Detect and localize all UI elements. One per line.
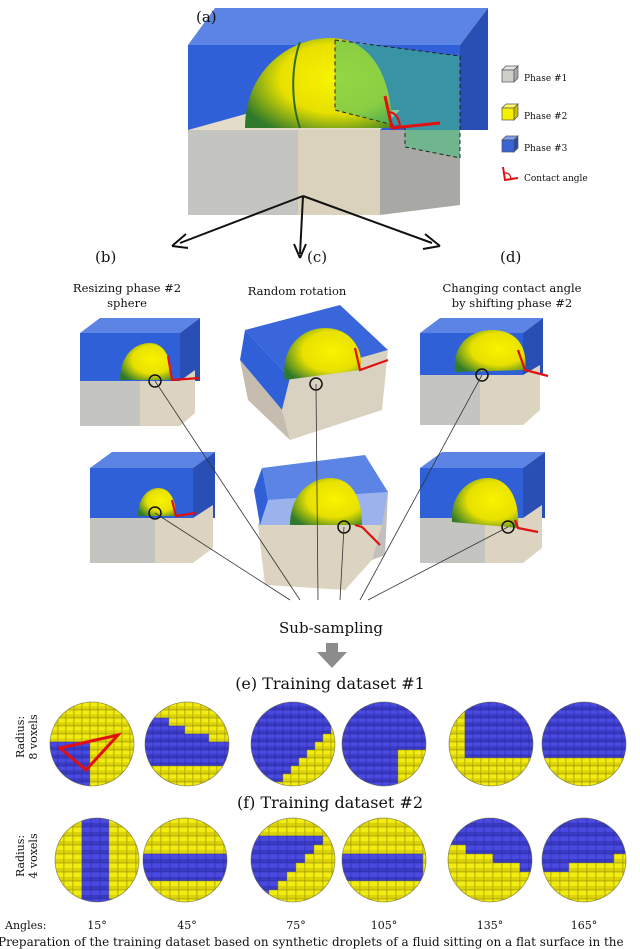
dataset2-radius-line2: 4 voxels <box>27 833 40 879</box>
label-d-line1: Changing contact angle <box>442 281 581 295</box>
arrow-to-c <box>299 195 304 255</box>
legend: Phase #1 Phase #2 Phase #3 Contact angle <box>501 65 588 184</box>
legend-label-phase1: Phase #1 <box>524 74 567 84</box>
dataset2-radius: Radius: 4 voxels <box>14 833 40 879</box>
dataset1-sphere-4 <box>341 701 427 787</box>
legend-label-phase3: Phase #3 <box>524 144 568 154</box>
cube-d-row2 <box>420 452 545 563</box>
label-c-line1: Random rotation <box>248 284 347 298</box>
angle-label-2: 45° <box>177 919 197 932</box>
dataset1-sphere-2 <box>144 701 230 787</box>
angle-label-1: 15° <box>87 919 107 932</box>
angle-label-5: 135° <box>477 919 504 932</box>
panel-label-b: (b) <box>95 248 116 266</box>
dataset1-contact-angle <box>56 732 123 773</box>
dataset2-sphere-3 <box>250 817 336 903</box>
dataset2-sphere-4 <box>341 817 427 903</box>
label-b-line2: sphere <box>107 296 147 310</box>
legend-label-contact-angle: Contact angle <box>524 174 588 184</box>
yellow-cube-icon <box>501 103 519 121</box>
legend-label-phase2: Phase #2 <box>524 112 567 122</box>
contact-angle-marker <box>383 95 441 130</box>
cutting-plane <box>334 39 461 159</box>
dataset2-label: (f) Training dataset #2 <box>237 793 423 812</box>
cube-b-row1 <box>80 318 201 426</box>
arrow-to-d <box>302 195 433 244</box>
blue-cube-icon <box>501 135 519 153</box>
dataset2-sphere-2 <box>142 817 228 903</box>
dataset1-radius-line2: 8 voxels <box>27 714 40 760</box>
angle-label-3: 75° <box>286 919 306 932</box>
cube-b-row2 <box>90 452 215 563</box>
solid-front-right <box>298 130 380 215</box>
label-d-line2: by shifting phase #2 <box>452 296 572 310</box>
dataset1-sphere-3 <box>250 701 336 787</box>
sub-sampling-lines <box>154 374 509 601</box>
panel-label-d: (d) <box>500 248 521 266</box>
fluid-top-face <box>188 8 488 45</box>
dataset2-sphere-5 <box>447 817 533 903</box>
angles-label: Angles: <box>4 919 46 932</box>
solid-front-face <box>188 130 298 215</box>
dataset1-label: (e) Training dataset #1 <box>235 674 425 693</box>
label-b-line1: Resizing phase #2 <box>73 281 181 295</box>
dataset1-radius: Radius: 8 voxels <box>14 714 40 760</box>
cube-c-row2 <box>254 455 388 590</box>
dataset1-sphere-5 <box>448 701 534 787</box>
droplet-segment-line <box>292 41 301 129</box>
dataset1-radius-line1: Radius: <box>14 716 27 758</box>
dataset1-sphere-6 <box>541 701 627 787</box>
contact-angle-icon <box>502 166 519 182</box>
arrow-to-b <box>179 195 304 244</box>
dataset2-sphere-1 <box>54 817 140 903</box>
panel-label-a: (a) <box>196 8 217 26</box>
contact-angle-arc <box>387 111 401 127</box>
sub-sampling-label: Sub-sampling <box>279 619 383 637</box>
branch-arrows <box>171 195 441 259</box>
panel-label-c: (c) <box>307 248 327 266</box>
dataset2-balls <box>54 817 627 903</box>
dataset2-sphere-6 <box>541 817 627 903</box>
caption: Preparation of the training dataset base… <box>0 935 624 949</box>
cube-d-row1 <box>420 318 549 425</box>
angle-label-6: 165° <box>571 919 598 932</box>
angle-label-4: 105° <box>371 919 398 932</box>
grey-cube-icon <box>501 65 519 83</box>
down-arrow-icon <box>317 643 347 668</box>
main-cube <box>188 8 488 215</box>
dataset1-balls <box>49 701 627 787</box>
cube-c-row1 <box>240 305 389 440</box>
dataset2-radius-line1: Radius: <box>14 835 27 877</box>
fluid-side-face <box>460 8 488 130</box>
